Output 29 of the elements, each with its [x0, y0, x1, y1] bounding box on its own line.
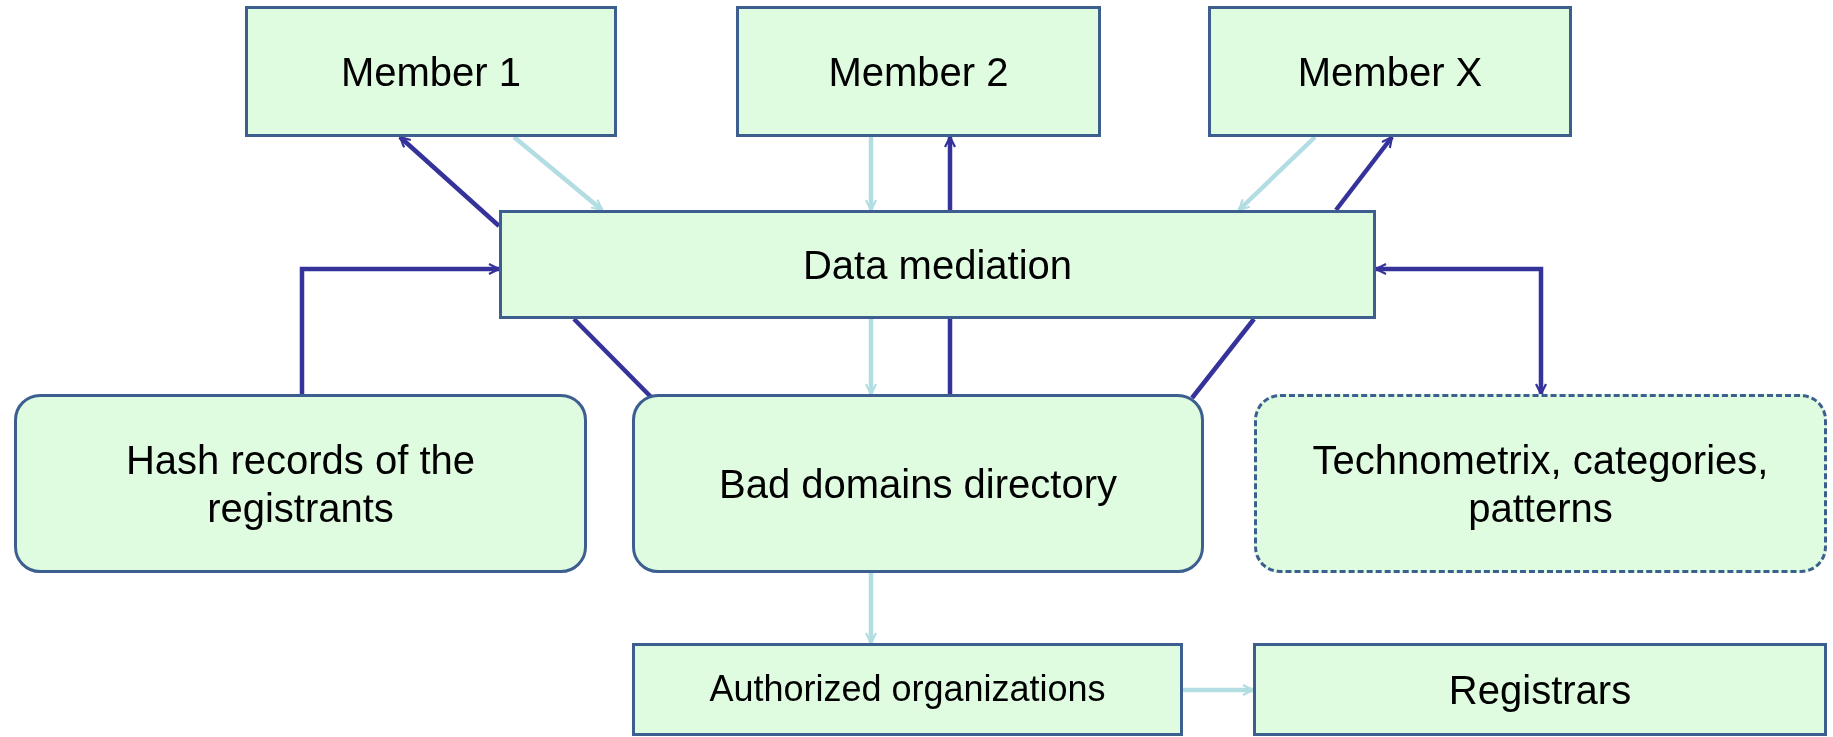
arrow — [864, 319, 878, 396]
arrow — [398, 135, 501, 228]
box-label: Technometrix, categories, patterns — [1311, 436, 1770, 532]
process-box — [245, 6, 617, 137]
arrow — [943, 135, 957, 210]
rounded-box — [14, 394, 587, 573]
box-label: Member 2 — [828, 48, 1009, 96]
arrow — [1183, 683, 1255, 697]
box-label: Data mediation — [802, 241, 1072, 289]
process-box — [736, 6, 1101, 137]
box-label: Registrars — [1448, 666, 1632, 714]
process-box — [632, 643, 1183, 736]
arrow — [1334, 135, 1394, 212]
process-box — [499, 210, 1376, 319]
process-box — [1208, 6, 1572, 137]
arrow — [512, 135, 604, 212]
arrow — [1237, 135, 1317, 212]
box-label: Member X — [1297, 48, 1483, 96]
process-box — [1253, 643, 1827, 736]
arrow — [299, 262, 501, 394]
arrow — [1374, 262, 1548, 396]
box-label: Hash records of the registrants — [124, 436, 477, 532]
box-label: Authorized organizations — [709, 671, 1106, 708]
rounded-box — [1254, 394, 1827, 573]
box-label: Member 1 — [340, 48, 522, 96]
arrow — [864, 137, 878, 212]
box-label: Bad domains directory — [719, 460, 1117, 508]
rounded-box — [632, 394, 1204, 573]
arrow — [864, 573, 878, 645]
